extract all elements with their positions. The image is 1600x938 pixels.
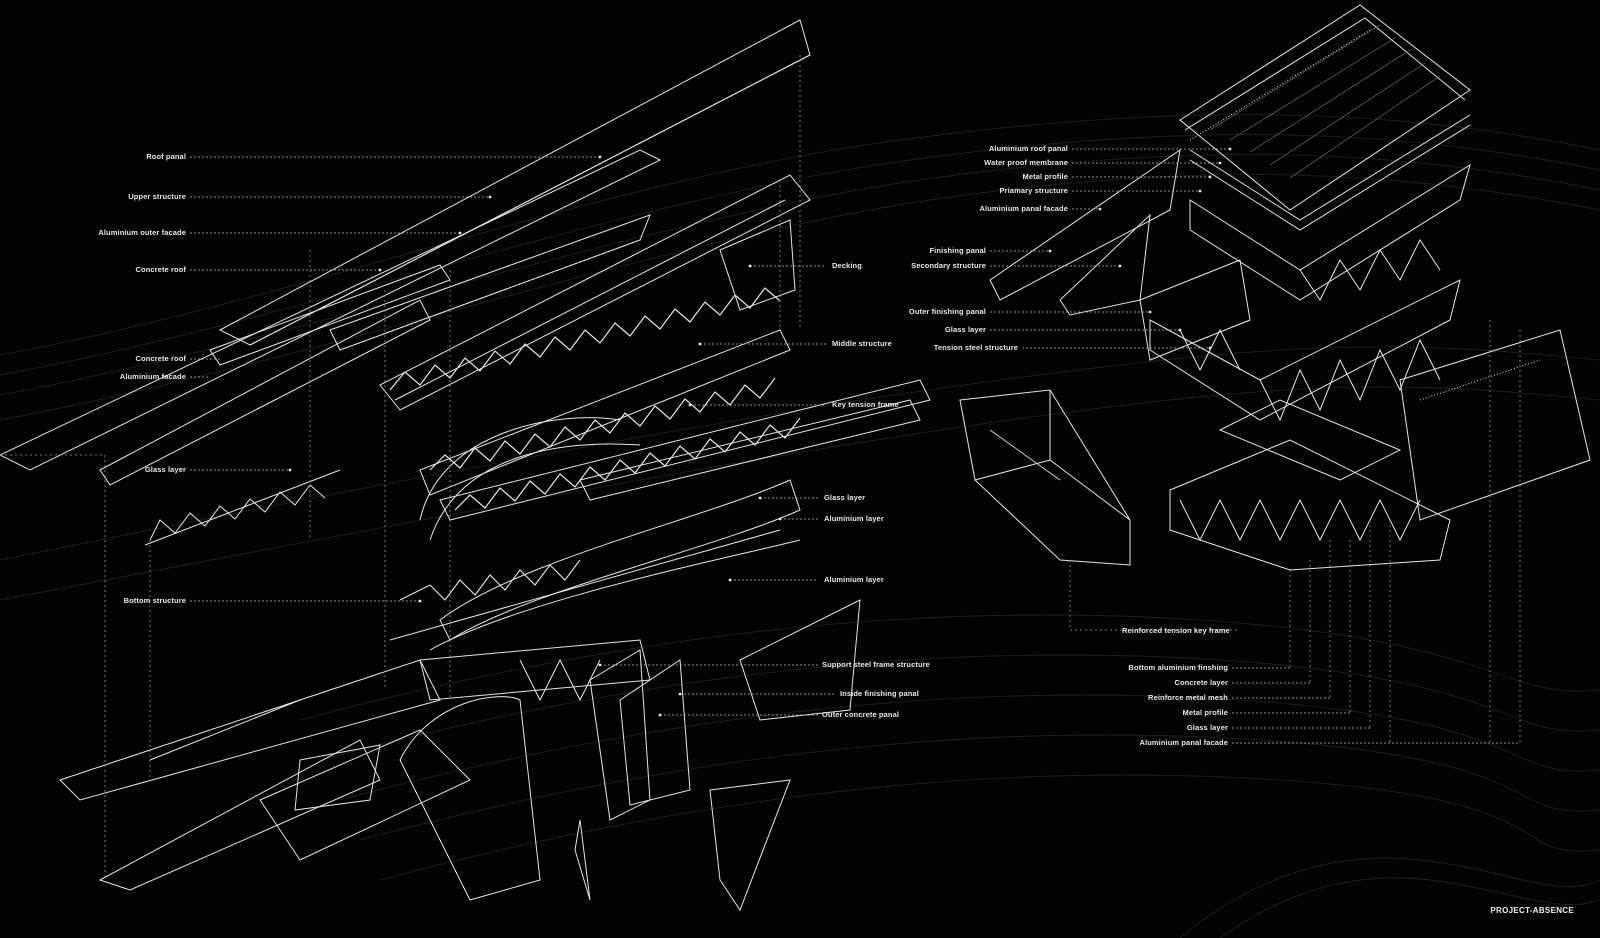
leader-dots-right [1048,147,1232,350]
label-concrete-roof-lower: Concrete roof [135,354,186,363]
label-roof-panal: Roof panal [146,152,186,161]
project-credit: PROJECT-ABSENCE [1490,906,1574,915]
label-outer-finishing-panal: Outer finishing panal [908,307,986,316]
label-middle-structure: Middle structure [832,339,892,348]
label-glass-layer-left: Glass layer [144,465,186,474]
label-aluminium-layer-upper: Aluminium layer [824,514,884,523]
leader-dots-middle [598,264,782,717]
label-finishing-panal: Finishing panal [929,246,986,255]
label-glass-layer-bottom: Glass layer [1186,723,1228,732]
label-glass-layer-middle: Glass layer [824,493,866,502]
label-metal-profile-bottom: Metal profile [1182,708,1228,717]
leader-dots-left [288,155,602,603]
label-concrete-roof-upper: Concrete roof [135,265,186,274]
label-aluminium-facade: Aluminium facade [119,372,186,381]
label-aluminium-panal-facade-top: Aluminium panal facade [979,204,1068,213]
label-water-proof-membrane: Water proof membrane [984,158,1068,167]
label-outer-concrete-panal: Outer concrete panal [822,710,900,719]
left-exploded-model [0,19,931,912]
leader-lines-left [190,156,600,602]
label-metal-profile-top: Metal profile [1022,172,1068,181]
label-tension-steel-structure: Tension steel structure [933,343,1018,352]
label-aluminium-layer-lower: Aluminium layer [824,575,884,584]
label-priamary-structure: Priamary structure [999,186,1068,195]
label-glass-layer-right: Glass layer [944,325,986,334]
label-secondary-structure: Secondary structure [911,261,986,270]
label-aluminium-outer-facade: Aluminium outer facade [98,228,186,237]
label-upper-structure: Upper structure [128,192,186,201]
label-inside-finishing-panal: Inside finishing panal [840,689,919,698]
label-bottom-structure: Bottom structure [123,596,186,605]
terrain-contours [0,114,1600,938]
right-exploded-model [959,4,1591,743]
leader-lines-right [990,148,1520,744]
label-aluminium-roof-panal: Aluminium roof panal [988,144,1068,153]
label-reinforce-metal-mesh: Reinforce metal mesh [1148,693,1228,702]
label-key-tension-frame: Key tension frame [832,400,899,409]
label-concrete-layer: Concrete layer [1174,678,1228,687]
label-reinforced-tension-key-frame: Reinforced tension key frame [1122,626,1230,635]
label-decking: Decking [832,261,862,270]
leader-lines-middle [600,265,836,716]
label-aluminium-panal-facade-bottom: Aluminium panal facade [1139,738,1228,747]
label-support-steel-frame: Support steel frame structure [822,660,930,669]
label-bottom-aluminium-finshing: Bottom aluminium finshing [1128,663,1228,672]
